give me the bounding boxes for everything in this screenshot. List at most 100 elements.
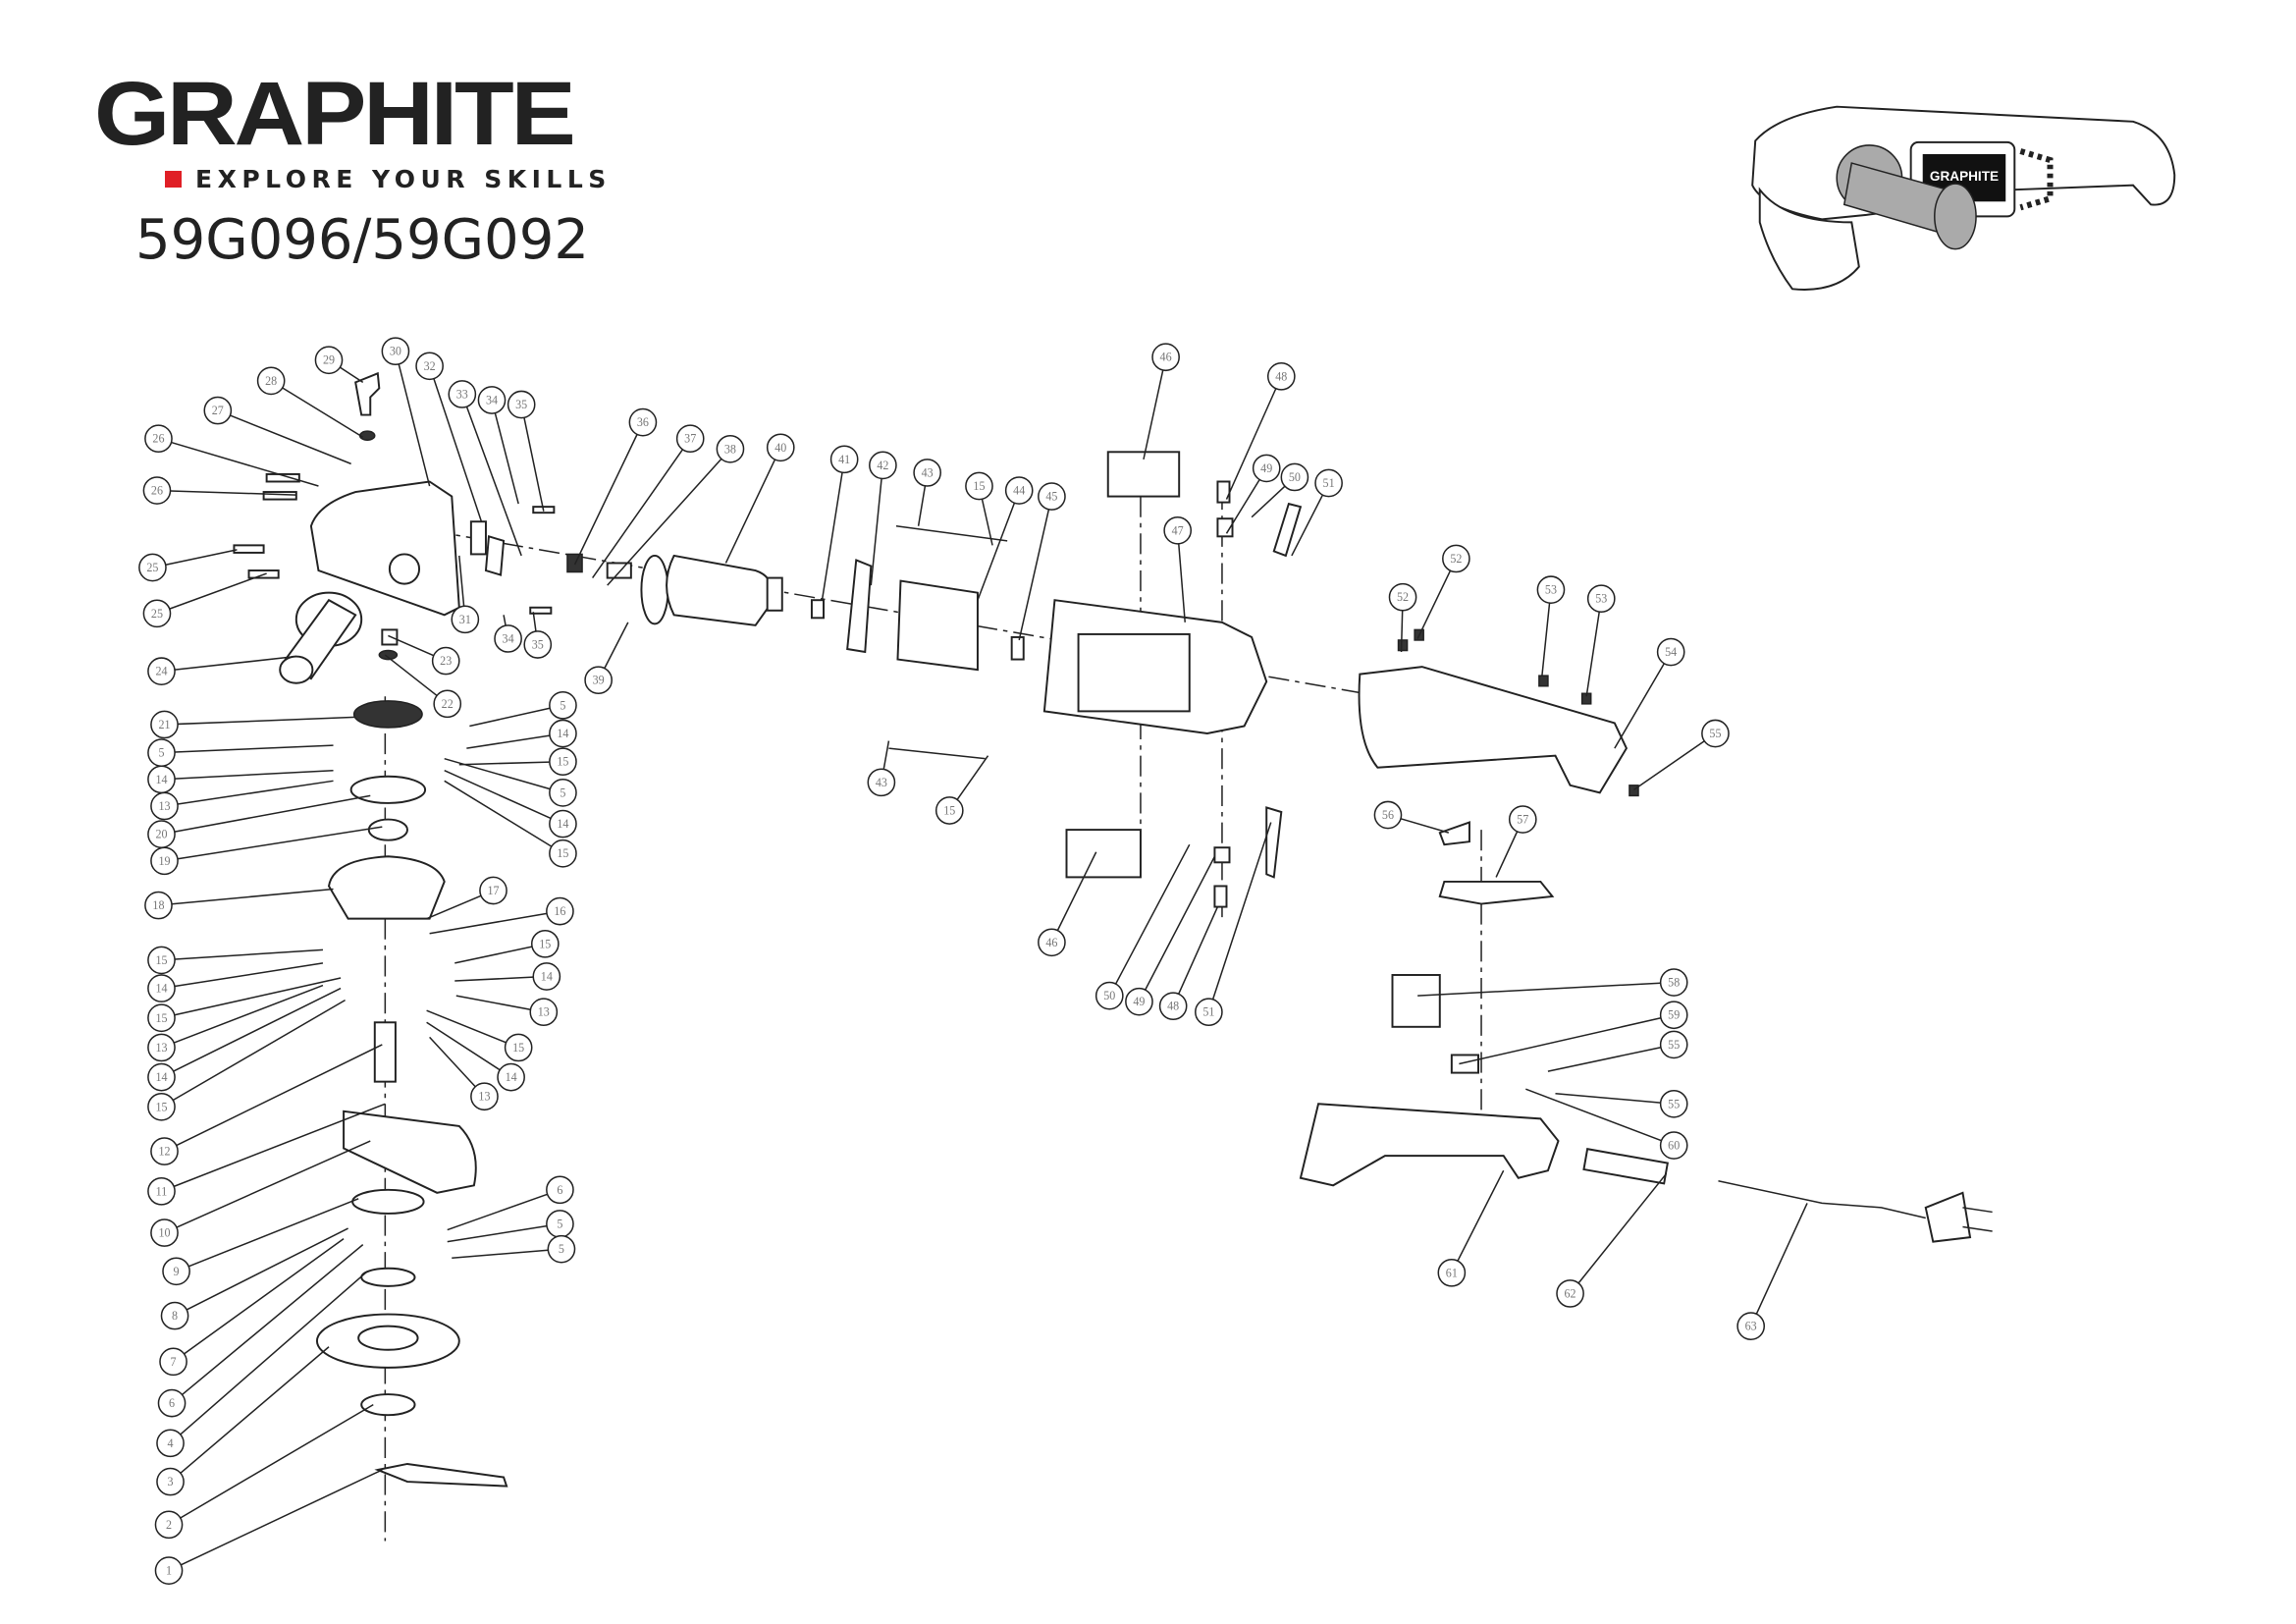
callout: 15 — [147, 946, 324, 975]
callout-number: 5 — [560, 698, 565, 712]
callout-circle — [1163, 515, 1193, 545]
callout: 15 — [147, 999, 346, 1121]
leader-line — [1614, 663, 1665, 749]
callout-circle — [1659, 1001, 1688, 1030]
callout-number: 30 — [390, 345, 401, 358]
armature — [566, 553, 873, 654]
tagline: EXPLORE YOUR SKILLS — [165, 165, 612, 193]
callout-number: 7 — [171, 1355, 177, 1369]
callout-circle — [504, 1033, 533, 1062]
callout-number: 47 — [1172, 523, 1184, 537]
leader-line — [230, 414, 351, 465]
callout-circle — [150, 710, 179, 739]
callout-number: 15 — [539, 937, 551, 950]
callout: 63 — [1736, 1203, 1808, 1340]
callout: 5 — [447, 1210, 574, 1243]
leader-line — [1225, 388, 1277, 500]
callout: 52 — [1388, 582, 1417, 653]
callout-number: 13 — [538, 1005, 550, 1019]
callout-number: 6 — [557, 1183, 562, 1197]
leader-line — [591, 449, 684, 579]
leader-line — [187, 1198, 359, 1268]
callout-circle — [1656, 637, 1685, 667]
leader-line — [388, 634, 435, 657]
callout-number: 11 — [156, 1184, 168, 1198]
callout-circle — [147, 1033, 176, 1062]
callout-circle — [1158, 992, 1188, 1021]
callout: 45 — [1018, 482, 1066, 641]
callout: 61 — [1437, 1169, 1505, 1287]
leader-line — [1585, 612, 1600, 697]
callout-circle — [913, 459, 941, 487]
callout-circle — [546, 1175, 574, 1205]
callout-number: 31 — [459, 613, 471, 626]
callout: 35 — [523, 612, 553, 659]
callout-circle — [934, 796, 964, 825]
leader-line — [171, 888, 334, 905]
leader-line — [1541, 603, 1551, 677]
callout: 53 — [1585, 584, 1616, 697]
callout: 43 — [913, 459, 941, 526]
callout-number: 34 — [503, 631, 514, 645]
callout-circle — [829, 445, 859, 474]
leader-line — [180, 1469, 383, 1566]
callout-circle — [314, 346, 344, 375]
callout-circle — [203, 396, 233, 425]
callout: 41 — [821, 445, 859, 601]
callout: 48 — [1158, 906, 1219, 1021]
leader-line — [604, 622, 629, 669]
callout: 20 — [147, 794, 371, 848]
leader-line — [426, 894, 482, 920]
callout-number: 13 — [155, 1041, 167, 1055]
callout: 24 — [147, 655, 296, 685]
callout-number: 51 — [1323, 476, 1335, 490]
callout: 58 — [1417, 968, 1688, 997]
callout-circle — [867, 768, 896, 797]
callout: 19 — [150, 826, 383, 876]
callout: 13 — [147, 984, 324, 1062]
callout: 35 — [507, 390, 545, 512]
callout-number: 33 — [456, 387, 468, 401]
leader-line — [523, 417, 545, 512]
callout-number: 45 — [1045, 490, 1057, 504]
callout-number: 54 — [1665, 645, 1677, 659]
callout-number: 4 — [168, 1436, 174, 1450]
callout-number: 2 — [166, 1518, 172, 1532]
callout-number: 57 — [1517, 813, 1528, 827]
product-photo-label: GRAPHITE — [1930, 169, 1999, 184]
callout: 14 — [426, 1021, 525, 1092]
leader-line — [1178, 543, 1186, 623]
leader-line — [175, 744, 334, 753]
callout-circle — [147, 1176, 176, 1206]
callout-circle — [628, 407, 658, 437]
leader-line — [1555, 1092, 1661, 1104]
leader-line — [398, 363, 431, 487]
callout: 55 — [1547, 1030, 1688, 1072]
callout-circle — [965, 471, 993, 501]
callout-circle — [156, 1429, 185, 1458]
callout-number: 14 — [557, 727, 568, 740]
callout: 25 — [142, 572, 267, 628]
callout: 15 — [444, 780, 577, 868]
leader-line — [433, 378, 483, 522]
callout-number: 20 — [155, 828, 167, 841]
leader-line — [165, 549, 238, 566]
callout-circle — [448, 380, 477, 408]
callout-circle — [507, 390, 536, 419]
leader-line — [1457, 1169, 1505, 1262]
leader-line — [174, 948, 324, 960]
callout-number: 50 — [1103, 989, 1115, 1002]
callout-circle — [147, 657, 176, 685]
leader-line — [169, 572, 267, 610]
callout: 6 — [447, 1175, 574, 1231]
callout-number: 34 — [486, 393, 498, 406]
callout-circle — [159, 1347, 187, 1377]
callout: 6 — [157, 1244, 364, 1418]
callout: 44 — [977, 476, 1034, 601]
leader-line — [172, 999, 346, 1102]
callout-circle — [675, 424, 705, 454]
callout-number: 53 — [1545, 583, 1557, 597]
callout-number: 5 — [557, 1218, 562, 1231]
leader-line — [573, 434, 638, 566]
